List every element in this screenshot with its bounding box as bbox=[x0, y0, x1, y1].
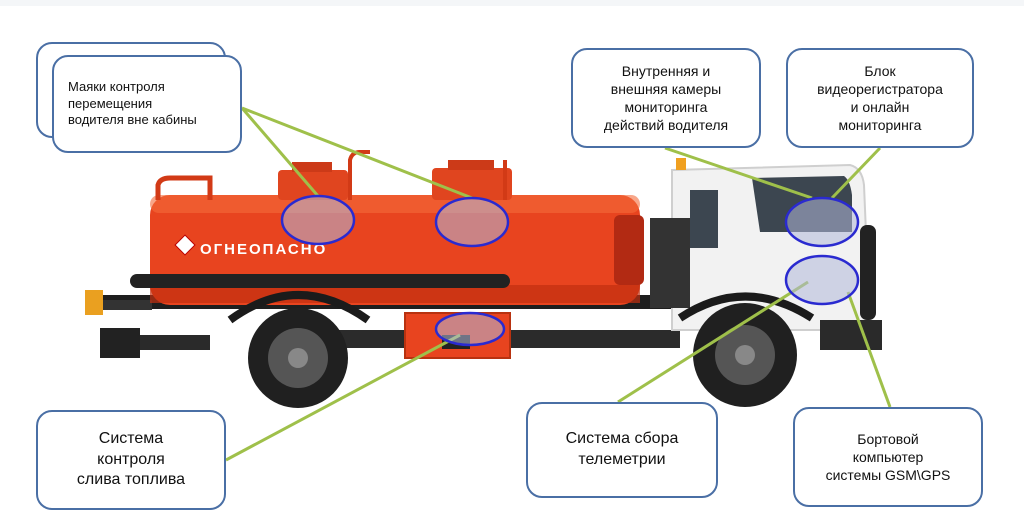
marker-beacon-2 bbox=[434, 196, 510, 248]
callout-fuel-text: Система контроля слива топлива bbox=[76, 429, 186, 489]
callout-fuel-control: Система контроля слива топлива bbox=[36, 410, 226, 510]
callout-telemetry-text: Система сбора телеметрии bbox=[565, 430, 679, 468]
callout-beacons: Маяки контроля перемещения водителя вне … bbox=[52, 55, 242, 153]
tank-warning-label: ОГНЕОПАСНО bbox=[200, 241, 327, 258]
callout-computer-text: Бортовой компьютер системы GSM\GPS bbox=[825, 430, 951, 484]
truck-wheels bbox=[227, 291, 815, 408]
fuel-tank: ОГНЕОПАСНО bbox=[130, 150, 644, 305]
callout-telemetry: Система сбора телеметрии bbox=[526, 402, 718, 498]
marker-fuel-control bbox=[434, 311, 506, 347]
callout-dvr-block: Блок видеорегистратора и онлайн монитори… bbox=[786, 48, 974, 148]
marker-computer bbox=[784, 254, 860, 306]
marker-camera bbox=[784, 196, 860, 248]
leader-lines bbox=[225, 106, 892, 462]
leader-line-fuel bbox=[225, 333, 461, 462]
leader-line-beacon-2 bbox=[241, 106, 473, 200]
callout-cameras: Внутренняя и внешняя камеры мониторинга … bbox=[571, 48, 761, 148]
callout-dvr-text: Блок видеорегистратора и онлайн монитори… bbox=[817, 62, 943, 134]
callout-onboard-computer: Бортовой компьютер системы GSM\GPS bbox=[793, 407, 983, 507]
marker-beacon-1 bbox=[280, 194, 356, 246]
component-markers bbox=[280, 194, 860, 347]
leader-line-computer bbox=[846, 291, 892, 408]
callout-cameras-text: Внутренняя и внешняя камеры мониторинга … bbox=[603, 62, 729, 134]
leader-line-beacon-1 bbox=[240, 107, 320, 197]
callout-beacons-text: Маяки контроля перемещения водителя вне … bbox=[68, 78, 197, 128]
leader-line-cameras bbox=[664, 146, 813, 200]
leader-line-telemetry bbox=[617, 280, 809, 404]
leader-line-dvr bbox=[830, 146, 882, 200]
